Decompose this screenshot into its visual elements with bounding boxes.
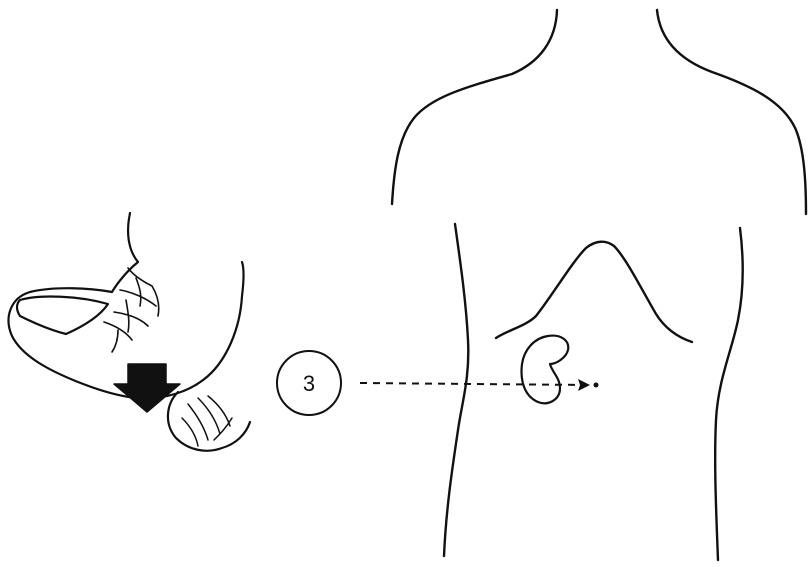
rib-line	[496, 242, 692, 342]
dashed-pointer-arrow	[360, 379, 599, 391]
knuckle-creases	[104, 268, 159, 352]
finger-print-lines	[182, 396, 232, 446]
thumb-nail	[17, 297, 108, 334]
step-marker: 3	[277, 351, 341, 415]
hand-illustration	[9, 213, 250, 451]
torso-outline	[392, 10, 806, 560]
left-shoulder	[392, 10, 557, 204]
finger-tip	[168, 392, 250, 451]
kidney-icon	[522, 336, 569, 404]
left-flank	[444, 224, 468, 556]
right-shoulder	[657, 10, 806, 214]
hand-outline	[9, 213, 244, 398]
right-flank	[715, 228, 743, 560]
step-marker-label: 3	[303, 371, 315, 396]
